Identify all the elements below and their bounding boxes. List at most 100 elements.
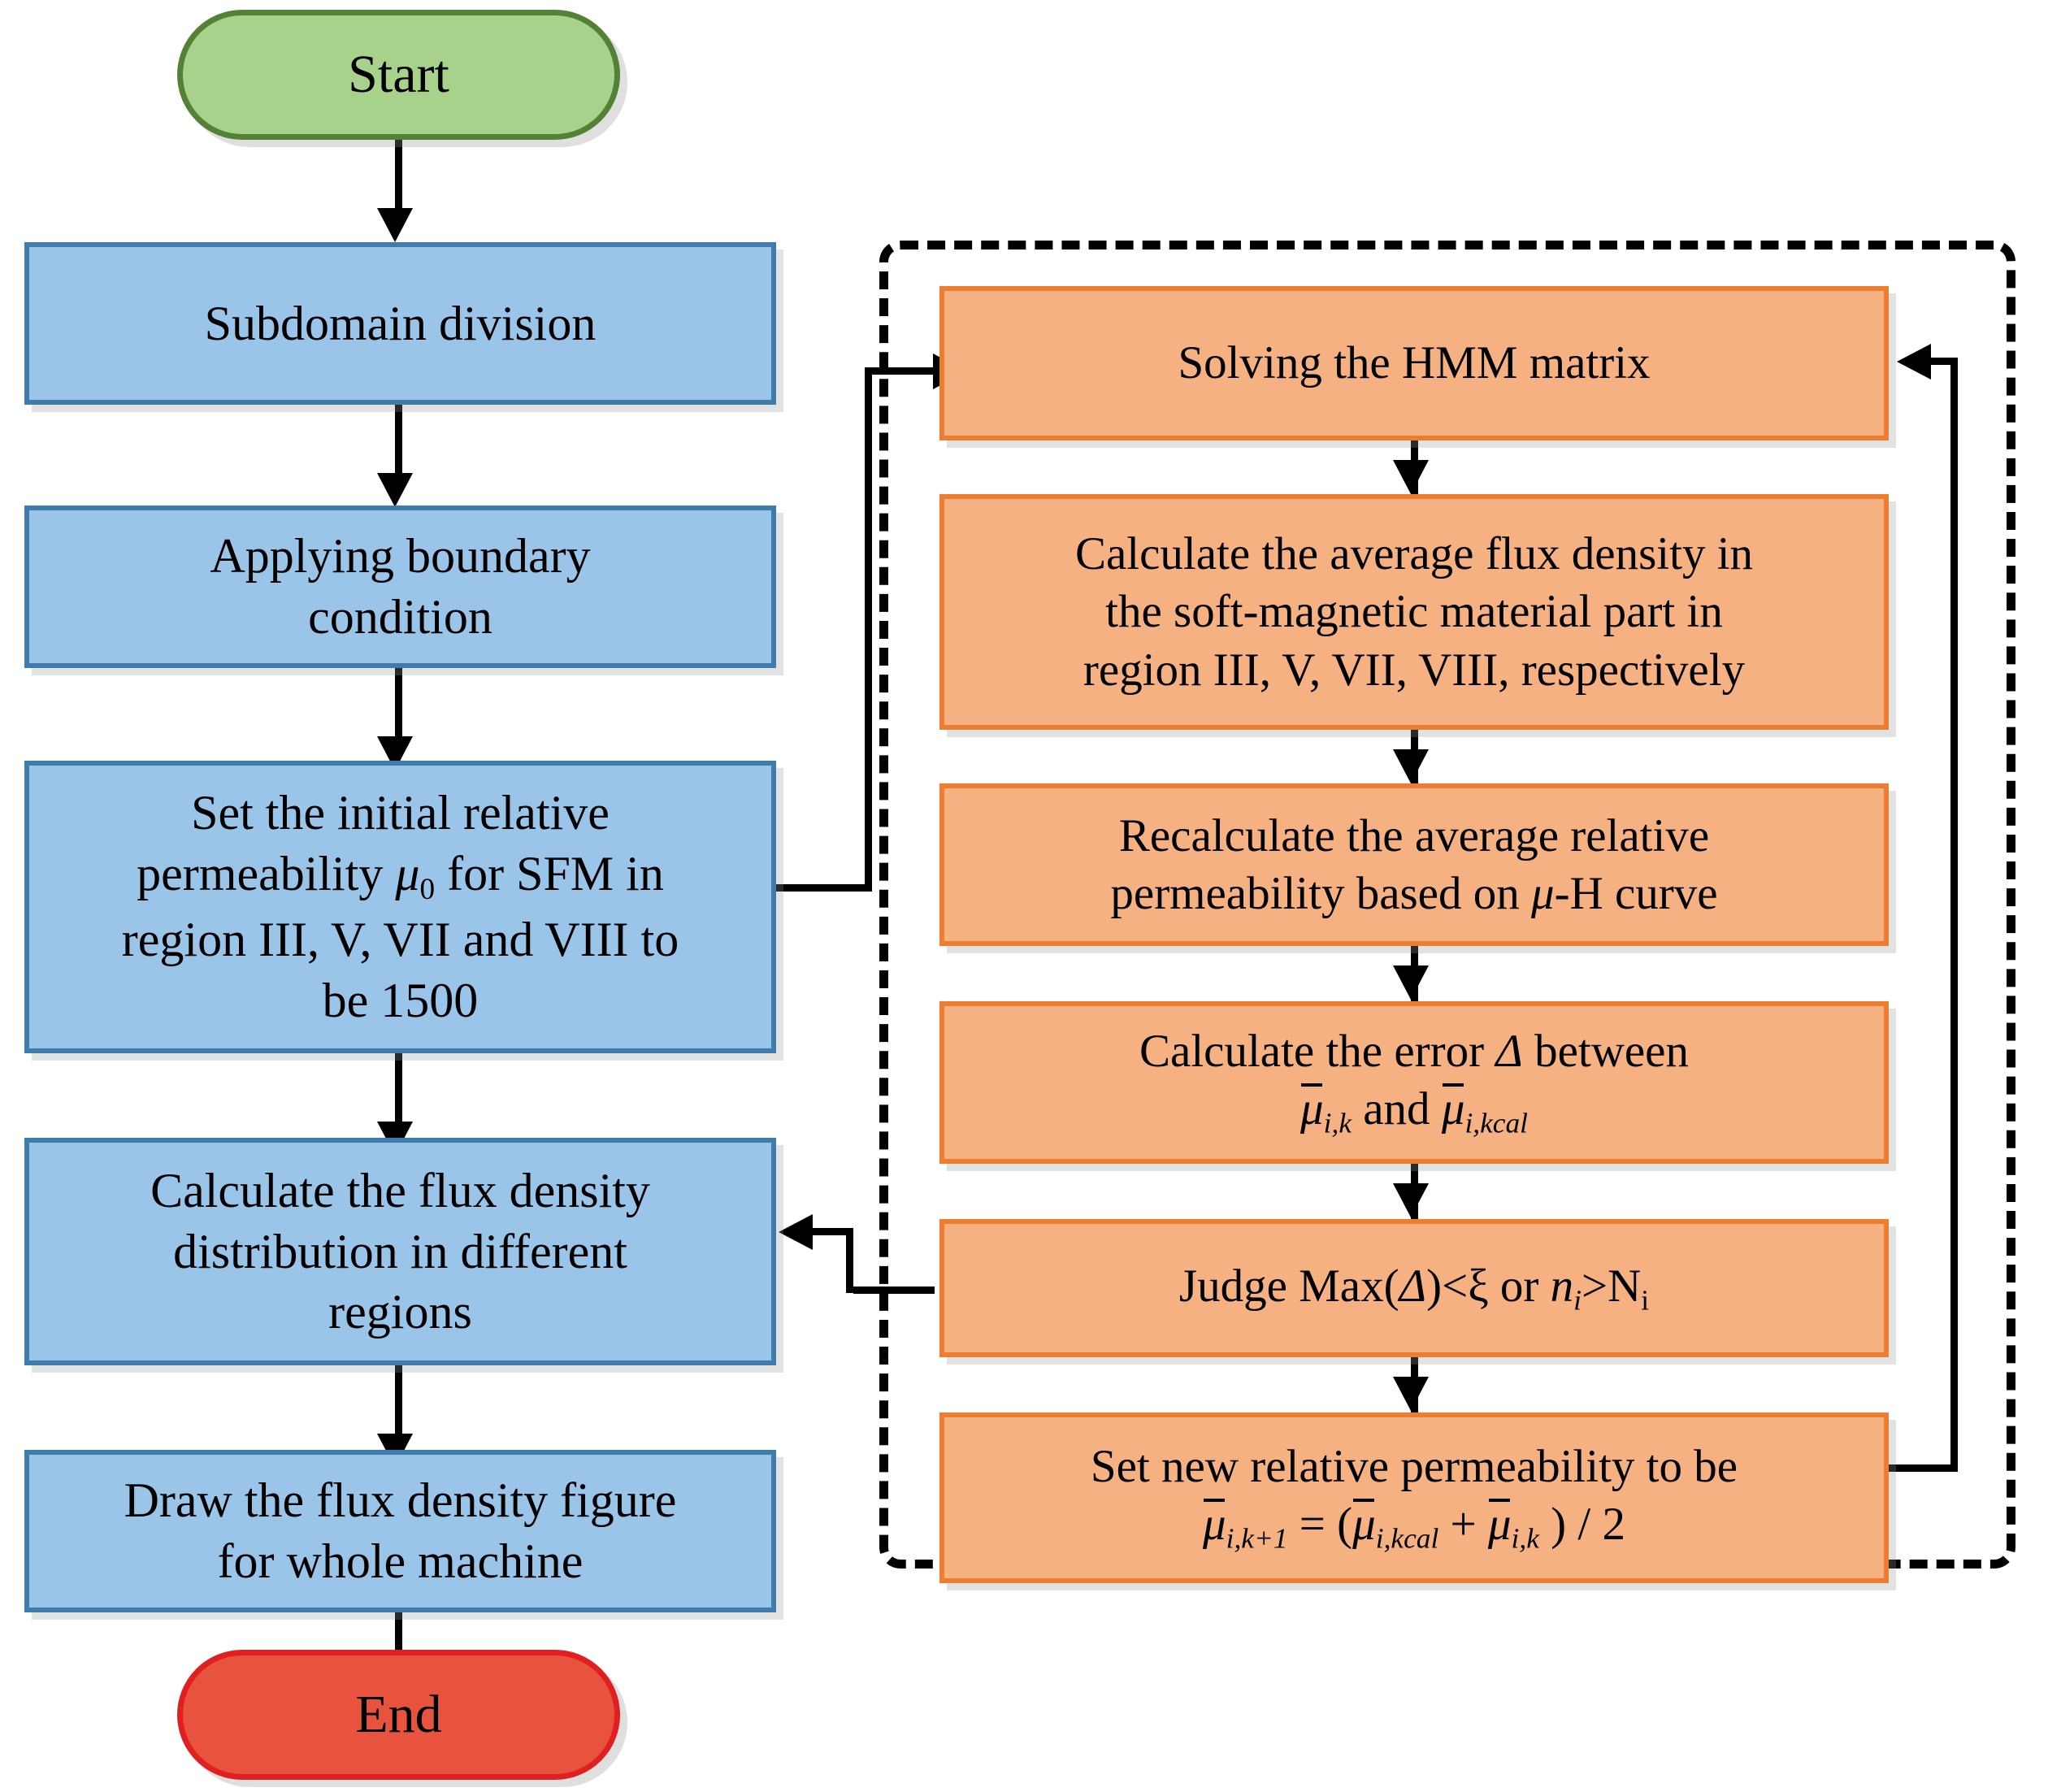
flux-line-3: regions — [328, 1285, 472, 1339]
node-calculate-average-flux-density[interactable]: Calculate the average flux density in th… — [939, 494, 1889, 730]
mu-bar-ik: μ — [1300, 1082, 1324, 1136]
judge-n: n — [1550, 1260, 1574, 1312]
eq-equals: = ( — [1287, 1499, 1353, 1551]
initial-line-2: permeability μ0 for SFM in — [39, 845, 761, 908]
node-draw-flux-figure-label: Draw the flux density figure for whole m… — [29, 1472, 771, 1590]
node-solving-hmm-matrix[interactable]: Solving the HMM matrix — [939, 286, 1889, 440]
boundary-line-1: Applying boundary — [210, 529, 591, 584]
node-judge-condition[interactable]: Judge Max(Δ)<ξ or ni>Ni — [939, 1219, 1889, 1357]
draw-line-2: for whole machine — [217, 1534, 584, 1588]
mu-bar-ikcal: μ — [1442, 1082, 1464, 1136]
node-set-new-permeability[interactable]: Set new relative permeability to be μi,k… — [939, 1412, 1889, 1583]
arrowhead-error-to-judge — [1393, 1183, 1429, 1217]
initial-line-4: be 1500 — [322, 973, 479, 1027]
node-calculate-average-flux-density-label: Calculate the average flux density in th… — [944, 527, 1884, 697]
arrowhead-subdomain-to-boundary — [377, 473, 413, 507]
node-start-label: Start — [348, 45, 449, 105]
judge-N: N — [1608, 1260, 1642, 1312]
judge-delta: Δ — [1399, 1260, 1427, 1312]
initial-line-2b: for SFM in — [435, 847, 664, 901]
avgflux-line-3: region III, V, VII, VIII, respectively — [1083, 644, 1746, 696]
eq-mu-bar-3: μ — [1488, 1497, 1512, 1551]
node-start[interactable]: Start — [177, 10, 620, 140]
judge-N-subscript: i — [1641, 1284, 1650, 1317]
boundary-line-2: condition — [308, 590, 492, 644]
eq-sub-1: i,k+1 — [1226, 1523, 1288, 1556]
judge-text-a: Judge Max( — [1178, 1260, 1399, 1312]
mu-symbol-curve: μ — [1530, 868, 1555, 919]
arrowhead-solve-to-avgflux — [1393, 460, 1429, 494]
recalc-line-1: Recalculate the average relative — [1118, 809, 1710, 861]
node-subdomain-division-label: Subdomain division — [204, 296, 597, 350]
node-end-label: End — [355, 1685, 442, 1745]
judge-text-b: )< — [1426, 1260, 1469, 1312]
connector-judge-to-flux — [813, 1228, 853, 1235]
connector-initial-riser — [865, 367, 872, 892]
arrowhead-start-to-subdomain — [377, 208, 413, 242]
judge-gt: > — [1581, 1260, 1608, 1312]
mu-subscript-zero: 0 — [419, 873, 436, 907]
node-judge-condition-label: Judge Max(Δ)<ξ or ni>Ni — [944, 1259, 1884, 1317]
flux-line-1: Calculate the flux density — [150, 1163, 650, 1217]
node-calculate-error[interactable]: Calculate the error Δ between μi,k and μ… — [939, 1001, 1889, 1164]
eq-sub-3: i,k — [1511, 1523, 1539, 1556]
draw-line-1: Draw the flux density figure — [124, 1473, 677, 1528]
eq-plus: + — [1438, 1499, 1488, 1551]
mu-bar-ikcal-subscript: i,kcal — [1464, 1108, 1528, 1140]
connector-initial-to-flux — [395, 1053, 402, 1139]
recalc-line-2b: -H curve — [1554, 868, 1718, 919]
judge-text-c: or — [1488, 1260, 1551, 1312]
node-calculate-flux-distribution[interactable]: Calculate the flux density distribution … — [24, 1138, 776, 1365]
connector-judge-drop — [846, 1228, 853, 1293]
connector-feedback-riser — [1950, 358, 1958, 1469]
judge-xi: ξ — [1468, 1260, 1489, 1312]
initial-line-1: Set the initial relative — [191, 786, 610, 840]
mu-symbol: μ — [395, 847, 420, 901]
node-subdomain-division[interactable]: Subdomain division — [24, 242, 776, 405]
recalc-line-2: permeability based on μ-H curve — [954, 866, 1874, 921]
node-applying-boundary-condition-label: Applying boundary condition — [29, 527, 771, 646]
eq-mu-bar-2: μ — [1352, 1497, 1376, 1551]
node-end[interactable]: End — [177, 1650, 620, 1780]
flux-line-2: distribution in different — [173, 1224, 627, 1278]
connector-start-to-subdomain — [395, 140, 402, 225]
error-line-1b: between — [1522, 1026, 1689, 1078]
mu-bar-ik-subscript: i,k — [1323, 1108, 1352, 1140]
initial-line-3: region III, V, VII and VIII to — [121, 913, 679, 967]
eq-sub-2: i,kcal — [1375, 1523, 1439, 1556]
node-recalculate-permeability[interactable]: Recalculate the average relative permeab… — [939, 783, 1889, 946]
avgflux-line-2: the soft-magnetic material part in — [1105, 586, 1723, 638]
arrowhead-feedback-to-solve — [1897, 344, 1931, 380]
node-calculate-error-label: Calculate the error Δ between μi,k and μ… — [944, 1024, 1884, 1141]
connector-boundary-to-initial — [395, 668, 402, 753]
eq-mu-bar-1: μ — [1203, 1497, 1226, 1551]
arrowhead-avgflux-to-recalc — [1393, 749, 1429, 783]
judge-n-subscript: i — [1573, 1284, 1582, 1317]
error-line-1: Calculate the error Δ between — [1139, 1026, 1689, 1077]
connector-feedback-right-stub — [1889, 1464, 1958, 1472]
setnew-equation: μi,k+1 = (μi,kcal + μi,k ) / 2 — [954, 1497, 1874, 1556]
node-applying-boundary-condition[interactable]: Applying boundary condition — [24, 505, 776, 668]
node-recalculate-permeability-label: Recalculate the average relative permeab… — [944, 809, 1884, 922]
setnew-line-1: Set new relative permeability to be — [1090, 1441, 1738, 1493]
node-draw-flux-figure[interactable]: Draw the flux density figure for whole m… — [24, 1450, 776, 1612]
error-line-1a: Calculate the error — [1139, 1026, 1496, 1078]
connector-judge-left-stub — [853, 1287, 935, 1294]
connector-initial-to-solve — [865, 367, 939, 375]
node-calculate-flux-distribution-label: Calculate the flux density distribution … — [29, 1162, 771, 1341]
connector-initial-right-stub — [776, 884, 872, 892]
arrowhead-judge-to-flux — [779, 1214, 813, 1250]
delta-symbol: Δ — [1495, 1026, 1523, 1078]
initial-line-2a: permeability — [137, 847, 396, 901]
node-solving-hmm-matrix-label: Solving the HMM matrix — [1178, 337, 1651, 389]
arrowhead-recalc-to-error — [1393, 965, 1429, 1000]
arrowhead-judge-to-setnew — [1393, 1377, 1429, 1411]
recalc-line-2a: permeability based on — [1110, 868, 1531, 919]
error-line-2: μi,k and μi,kcal — [954, 1082, 1874, 1140]
node-set-new-permeability-label: Set new relative permeability to be μi,k… — [944, 1439, 1884, 1556]
node-set-initial-permeability[interactable]: Set the initial relative permeability μ0… — [24, 761, 776, 1053]
eq-tail: ) / 2 — [1538, 1499, 1625, 1551]
error-and-word: and — [1352, 1083, 1442, 1135]
connector-flux-to-draw — [395, 1365, 402, 1451]
